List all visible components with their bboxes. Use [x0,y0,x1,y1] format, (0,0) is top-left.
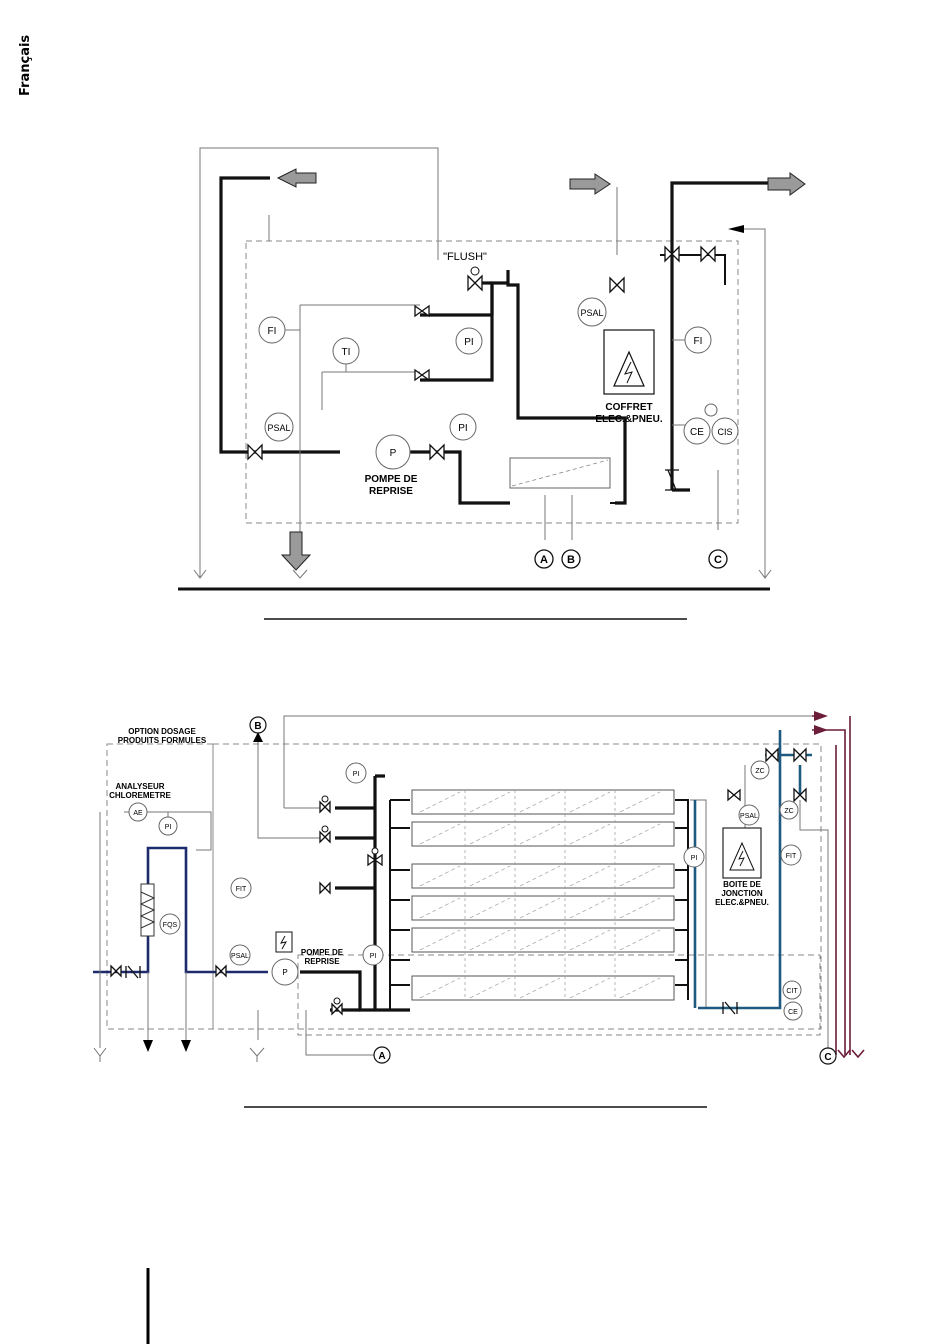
svg-text:B: B [254,721,261,732]
analyzer-label-line1: ANALYSEUR [115,782,164,791]
inlet-arrow-1 [143,1040,153,1052]
membrane-module [412,822,674,846]
permeate-arrow [768,173,805,195]
drain-arrow-mid [814,725,828,735]
svg-text:CE: CE [788,1009,798,1016]
pump-label-2-line2: REPRISE [304,957,340,966]
svg-text:A: A [540,554,548,566]
sample-valve-2[interactable] [728,790,740,800]
inlet-valve[interactable] [248,445,262,459]
indicator-light [705,404,717,416]
permeate-valve-2[interactable] [766,749,778,761]
drain-icon [293,570,307,578]
svg-text:FIT: FIT [236,886,247,893]
cabinet-label-line1: COFFRET [605,402,652,413]
membrane-module [412,864,674,888]
svg-text:AE: AE [133,810,143,817]
junction-label-line2: JONCTION [721,889,763,898]
svg-text:C: C [714,554,722,566]
membrane-module [412,896,674,920]
feed-arrow [282,532,310,570]
pump-label-2-line1: POMPE DE [301,948,344,957]
svg-text:A: A [378,1051,385,1062]
diagram-2: AE PI FQS FIT PSAL P PI PI PI PSAL FIT Z… [93,711,864,1107]
inlet-valve-2[interactable] [320,826,330,842]
svg-text:FQS: FQS [163,922,178,929]
svg-text:PSAL: PSAL [740,813,758,820]
svg-text:PI: PI [458,423,467,434]
svg-text:CIS: CIS [717,427,732,437]
svg-text:PI: PI [370,953,377,960]
analyzer-label-line2: CHLOREMETRE [109,791,171,800]
reject-valve[interactable] [701,247,715,261]
svg-text:PI: PI [353,771,360,778]
small-arrow [728,225,744,233]
feed-valve[interactable] [216,966,226,976]
pump-label-line2: REPRISE [369,486,413,497]
svg-text:FI: FI [268,326,277,337]
svg-text:FI: FI [694,336,703,347]
svg-text:PI: PI [691,855,698,862]
svg-text:FIT: FIT [786,853,797,860]
flush-label: "FLUSH" [443,251,487,263]
svg-text:CE: CE [690,427,704,438]
svg-text:CIT: CIT [786,988,798,995]
reject-valve-2a[interactable] [794,749,806,761]
dosing-filter [141,884,154,936]
junction-label-line3: ELEC.&PNEU. [715,898,769,907]
outlet-arrow [278,169,316,187]
option-label-line1: OPTION DOSAGE [128,727,196,736]
svg-text:P: P [390,448,397,459]
outlet-pipe [221,178,300,452]
svg-text:PSAL: PSAL [580,308,603,318]
membrane-module [412,790,674,814]
drain-arrow [570,174,610,194]
svg-text:PSAL: PSAL [267,423,290,433]
svg-text:TI: TI [342,347,351,358]
svg-text:PI: PI [165,824,172,831]
svg-text:ZC: ZC [755,768,764,775]
svg-text:PSAL: PSAL [231,953,249,960]
svg-text:P: P [282,968,287,977]
dosing-valve[interactable] [111,966,121,976]
svg-text:C: C [824,1052,831,1063]
svg-text:PI: PI [464,337,473,348]
cabinet-label-line2: ELEC.&PNEU. [595,414,662,425]
pump-label-line1: POMPE DE [365,474,418,485]
membrane-modules [412,790,674,1000]
flush-valve[interactable] [468,267,482,290]
membrane-module [412,928,674,952]
diagram-1: FI TI PI PSAL P PI PSAL FI CE CIS A B C … [178,148,805,619]
drain-valve[interactable] [610,278,624,292]
flow-control-valve[interactable] [320,883,330,893]
option-label-line2: PRODUITS FORMULES [118,736,207,745]
inlet-arrow-2 [181,1040,191,1052]
inlet-valve-1[interactable] [320,796,330,812]
pump-outlet-valve[interactable] [430,445,444,459]
svg-text:ZC: ZC [784,808,793,815]
membrane-module [412,976,674,1000]
drain-arrow-top [814,711,828,721]
junction-label-line1: BOITE DE [723,880,761,889]
svg-text:B: B [567,554,575,566]
